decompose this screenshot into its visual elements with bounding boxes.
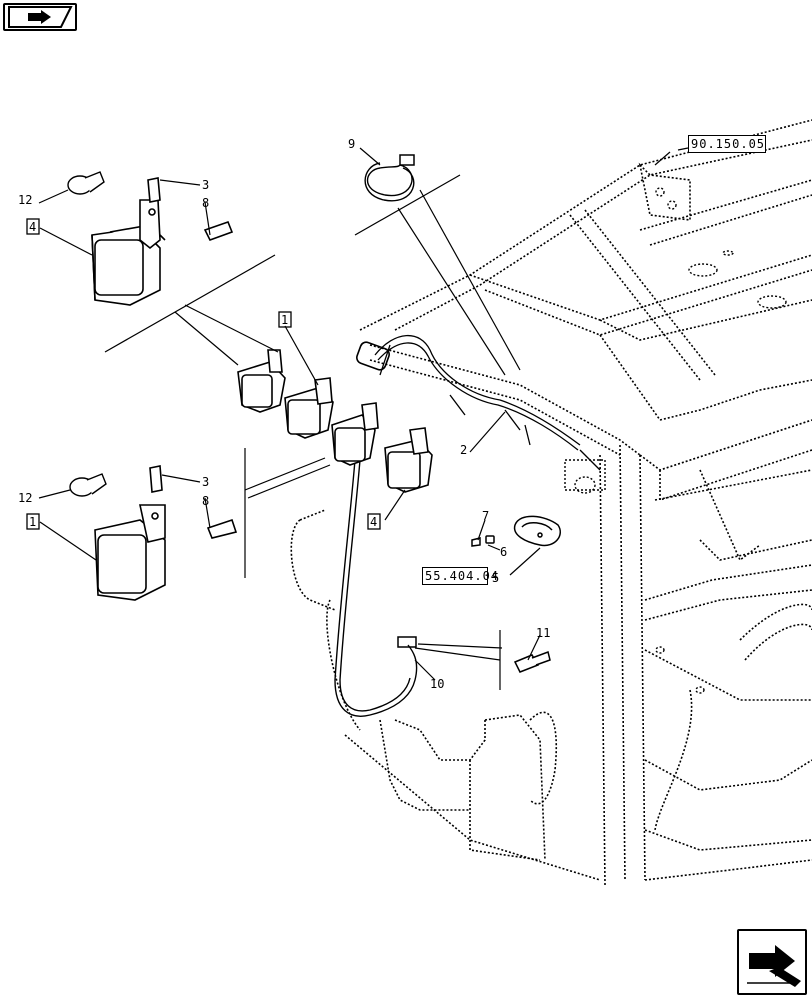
callout-11: 11 bbox=[536, 626, 550, 640]
harness-10 bbox=[334, 459, 418, 717]
harness-9 bbox=[364, 154, 415, 202]
callout-3a: 3 bbox=[202, 178, 209, 192]
bulbs-12 bbox=[67, 171, 107, 497]
callout-4b: 4 bbox=[370, 515, 377, 529]
wiring-harness bbox=[356, 334, 606, 491]
callout-3b: 3 bbox=[202, 475, 209, 489]
terminal-11 bbox=[513, 651, 551, 673]
callout-1b: 1 bbox=[29, 515, 36, 529]
roof-holes bbox=[574, 187, 787, 694]
callout-1a: 1 bbox=[281, 313, 288, 327]
ref-90-150-05-label: 90.150.05 bbox=[691, 137, 766, 151]
ref-90-150-05[interactable]: 90.150.05 bbox=[688, 135, 766, 153]
callout-5: 5 bbox=[492, 571, 499, 585]
callout-8b: 8 bbox=[202, 494, 209, 508]
callout-4a: 4 bbox=[29, 220, 36, 234]
callout-12b: 12 bbox=[18, 491, 32, 505]
next-page-arrow-icon[interactable] bbox=[737, 929, 807, 995]
book-flag-glyph bbox=[8, 6, 73, 28]
callout-2: 2 bbox=[460, 443, 467, 457]
leader-lines bbox=[38, 147, 689, 690]
callout-1a-box bbox=[278, 311, 292, 328]
work-lamps-center bbox=[237, 349, 433, 493]
callout-4a-box bbox=[26, 218, 40, 235]
callout-1b-box bbox=[26, 513, 40, 530]
book-flag-icon[interactable] bbox=[3, 3, 77, 31]
callout-4b-box bbox=[367, 513, 381, 530]
callout-6: 6 bbox=[500, 545, 507, 559]
callout-7: 7 bbox=[482, 509, 489, 523]
ref-55-404-04[interactable]: 55.404.04 bbox=[422, 567, 498, 585]
callout-8a: 8 bbox=[202, 196, 209, 210]
work-lamp-4-top bbox=[91, 177, 234, 306]
ref-55-404-04-label: 55.404.04 bbox=[425, 569, 500, 583]
callout-12a: 12 bbox=[18, 193, 32, 207]
next-page-arrow-glyph bbox=[747, 945, 801, 987]
callout-labels: 12 4 3 8 12 1 3 8 1 4 9 2 7 6 5 10 11 bbox=[18, 137, 550, 691]
cab-frame bbox=[290, 119, 812, 886]
work-lamp-1-bottom bbox=[94, 465, 238, 601]
callout-10: 10 bbox=[430, 677, 444, 691]
callout-9: 9 bbox=[348, 137, 355, 151]
marker-lamp-5 bbox=[471, 515, 561, 547]
